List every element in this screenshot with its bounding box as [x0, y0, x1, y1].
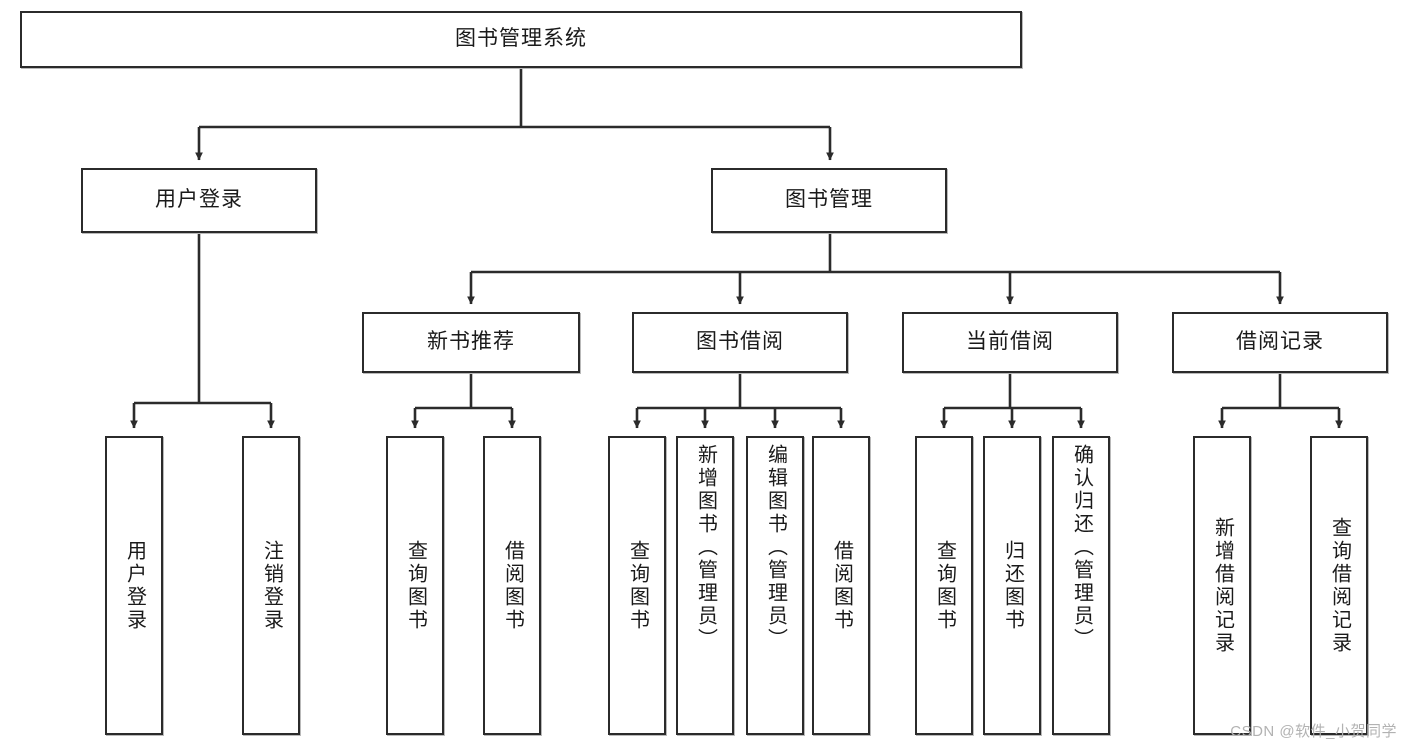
node-label: 注销登录 — [260, 539, 283, 632]
leaf-return-books[interactable]: 归还图书 — [983, 436, 1041, 735]
node-label: 图书借阅 — [696, 330, 784, 354]
leaf-query-borrowing-record[interactable]: 查询借阅记录 — [1310, 436, 1368, 735]
leaf-edit-book-admin[interactable]: 编辑图书（管理员） — [746, 436, 804, 735]
leaf-confirm-return-admin[interactable]: 确认归还（管理员） — [1052, 436, 1110, 735]
node-label: 查询图书 — [404, 539, 427, 632]
watermark-text: CSDN @软件_小贺同学 — [1230, 723, 1397, 740]
leaf-logout[interactable]: 注销登录 — [242, 436, 300, 735]
node-label: 当前借阅 — [966, 330, 1054, 354]
node-label: 用户登录 — [155, 188, 243, 212]
node-label: 图书管理 — [785, 188, 873, 212]
leaf-query-books-current[interactable]: 查询图书 — [915, 436, 973, 735]
node-label: 借阅图书 — [501, 539, 524, 632]
node-label: 查询借阅记录 — [1328, 516, 1351, 655]
node-root-book-management-system[interactable]: 图书管理系统 — [20, 11, 1022, 68]
node-label: 确认归还（管理员） — [1070, 444, 1093, 651]
node-label: 新增借阅记录 — [1211, 516, 1234, 655]
node-new-book-recommendation[interactable]: 新书推荐 — [362, 312, 580, 373]
node-book-borrowing[interactable]: 图书借阅 — [632, 312, 848, 373]
leaf-query-books-borrowing[interactable]: 查询图书 — [608, 436, 666, 735]
leaf-query-books-recommendation[interactable]: 查询图书 — [386, 436, 444, 735]
node-current-borrowing[interactable]: 当前借阅 — [902, 312, 1118, 373]
node-label: 用户登录 — [123, 539, 146, 632]
node-borrowing-records[interactable]: 借阅记录 — [1172, 312, 1388, 373]
node-label: 查询图书 — [626, 539, 649, 632]
leaf-borrow-books-recommendation[interactable]: 借阅图书 — [483, 436, 541, 735]
leaf-add-book-admin[interactable]: 新增图书（管理员） — [676, 436, 734, 735]
node-label: 借阅记录 — [1236, 330, 1324, 354]
node-label: 查询图书 — [933, 539, 956, 632]
node-label: 图书管理系统 — [455, 27, 587, 51]
leaf-add-borrowing-record[interactable]: 新增借阅记录 — [1193, 436, 1251, 735]
node-label: 借阅图书 — [830, 539, 853, 632]
node-label: 新书推荐 — [427, 330, 515, 354]
node-label: 归还图书 — [1001, 539, 1024, 632]
node-user-login[interactable]: 用户登录 — [81, 168, 317, 233]
leaf-user-login[interactable]: 用户登录 — [105, 436, 163, 735]
node-label: 新增图书（管理员） — [694, 444, 717, 651]
node-label: 编辑图书（管理员） — [764, 444, 787, 651]
leaf-borrow-books-borrowing[interactable]: 借阅图书 — [812, 436, 870, 735]
node-book-management[interactable]: 图书管理 — [711, 168, 947, 233]
